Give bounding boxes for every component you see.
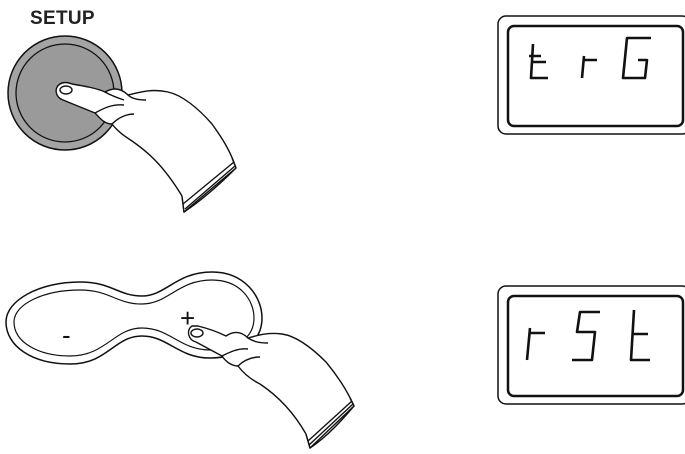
minus-button[interactable]: - bbox=[62, 320, 71, 350]
hand-press-icon bbox=[189, 326, 354, 448]
display-top bbox=[498, 16, 685, 134]
display-bottom bbox=[498, 286, 685, 404]
